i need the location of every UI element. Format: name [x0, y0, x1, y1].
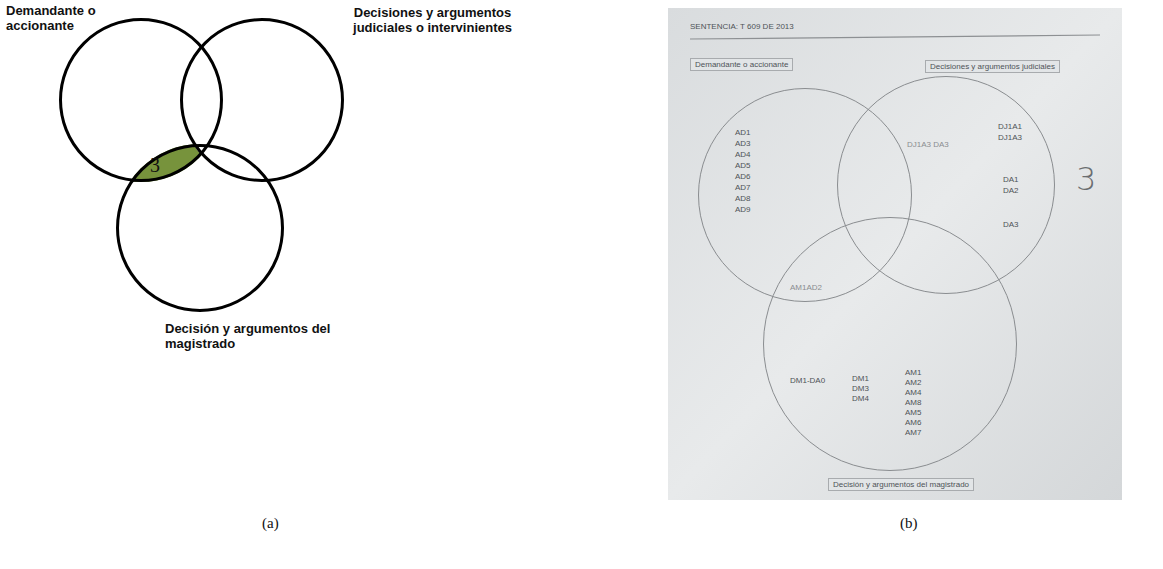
- panel-label: (a): [262, 515, 279, 532]
- code-label: AM1: [905, 368, 921, 377]
- code-label: DJ1A1: [998, 122, 1022, 131]
- panel-label: (b): [900, 515, 918, 532]
- venn-circle: Demandante o accionanteAD1AD3AD4AD5AD6AD…: [698, 88, 912, 302]
- code-label: DM3: [852, 384, 869, 393]
- title-rule: [690, 35, 1100, 39]
- code-label: AD1: [735, 128, 751, 137]
- venn-circle: Demandante o accionante: [59, 18, 223, 182]
- circle-outline: [763, 217, 1017, 471]
- code-label: DM4: [852, 394, 869, 403]
- intersection-code: DJ1A3 DA3: [907, 140, 949, 149]
- region-count: 3: [150, 154, 160, 177]
- code-label: AD5: [735, 161, 751, 170]
- circle-outline: [837, 76, 1055, 294]
- venn-circle: Decisiones y argumentos judicialesDJ1A1D…: [837, 76, 1055, 294]
- code-label: AD9: [735, 205, 751, 214]
- code-label: DM1: [852, 374, 869, 383]
- code-label: AD8: [735, 194, 751, 203]
- circle-heading: Decisiones y argumentos judiciales: [925, 60, 1060, 73]
- intersection-code: AM1AD2: [790, 283, 822, 292]
- code-label: AM8: [905, 398, 921, 407]
- code-label: AM6: [905, 418, 921, 427]
- code-label: DA3: [1003, 220, 1019, 229]
- circle-outline: [116, 144, 284, 312]
- document-title: SENTENCIA: T 609 DE 2013: [690, 22, 794, 31]
- venn-circle: Decisiones y argumentos judiciales o int…: [180, 18, 344, 182]
- code-label: AM7: [905, 428, 921, 437]
- circle-heading: Decisión y argumentos del magistrado: [165, 322, 350, 352]
- code-label: DM1-DA0: [790, 376, 825, 385]
- circle-outline: [180, 18, 344, 182]
- photo-background: [668, 8, 1122, 500]
- code-label: AM4: [905, 388, 921, 397]
- region-mask: [180, 18, 344, 182]
- code-label: AD4: [735, 150, 751, 159]
- code-label: DA2: [1003, 186, 1019, 195]
- code-label: AD3: [735, 139, 751, 148]
- code-label: AD7: [735, 183, 751, 192]
- code-label: AD6: [735, 172, 751, 181]
- venn-circle: Decisión y argumentos del magistrado: [116, 144, 284, 312]
- code-label: AM2: [905, 378, 921, 387]
- venn-circle: Decisión y argumentos del magistradoDM1-…: [763, 217, 1017, 471]
- highlight-region: [116, 144, 284, 312]
- circle-heading: Decisiones y argumentos judiciales o int…: [330, 6, 535, 36]
- circle-heading: Decisión y argumentos del magistrado: [828, 478, 974, 491]
- circle-heading: Demandante o accionante: [6, 4, 106, 34]
- circle-outline: [698, 88, 912, 302]
- circle-outline: [59, 18, 223, 182]
- code-label: DJ1A3: [998, 133, 1022, 142]
- code-label: DA1: [1003, 175, 1019, 184]
- code-label: AM5: [905, 408, 921, 417]
- handwritten-number: 3: [1076, 160, 1096, 198]
- circle-heading: Demandante o accionante: [690, 58, 793, 71]
